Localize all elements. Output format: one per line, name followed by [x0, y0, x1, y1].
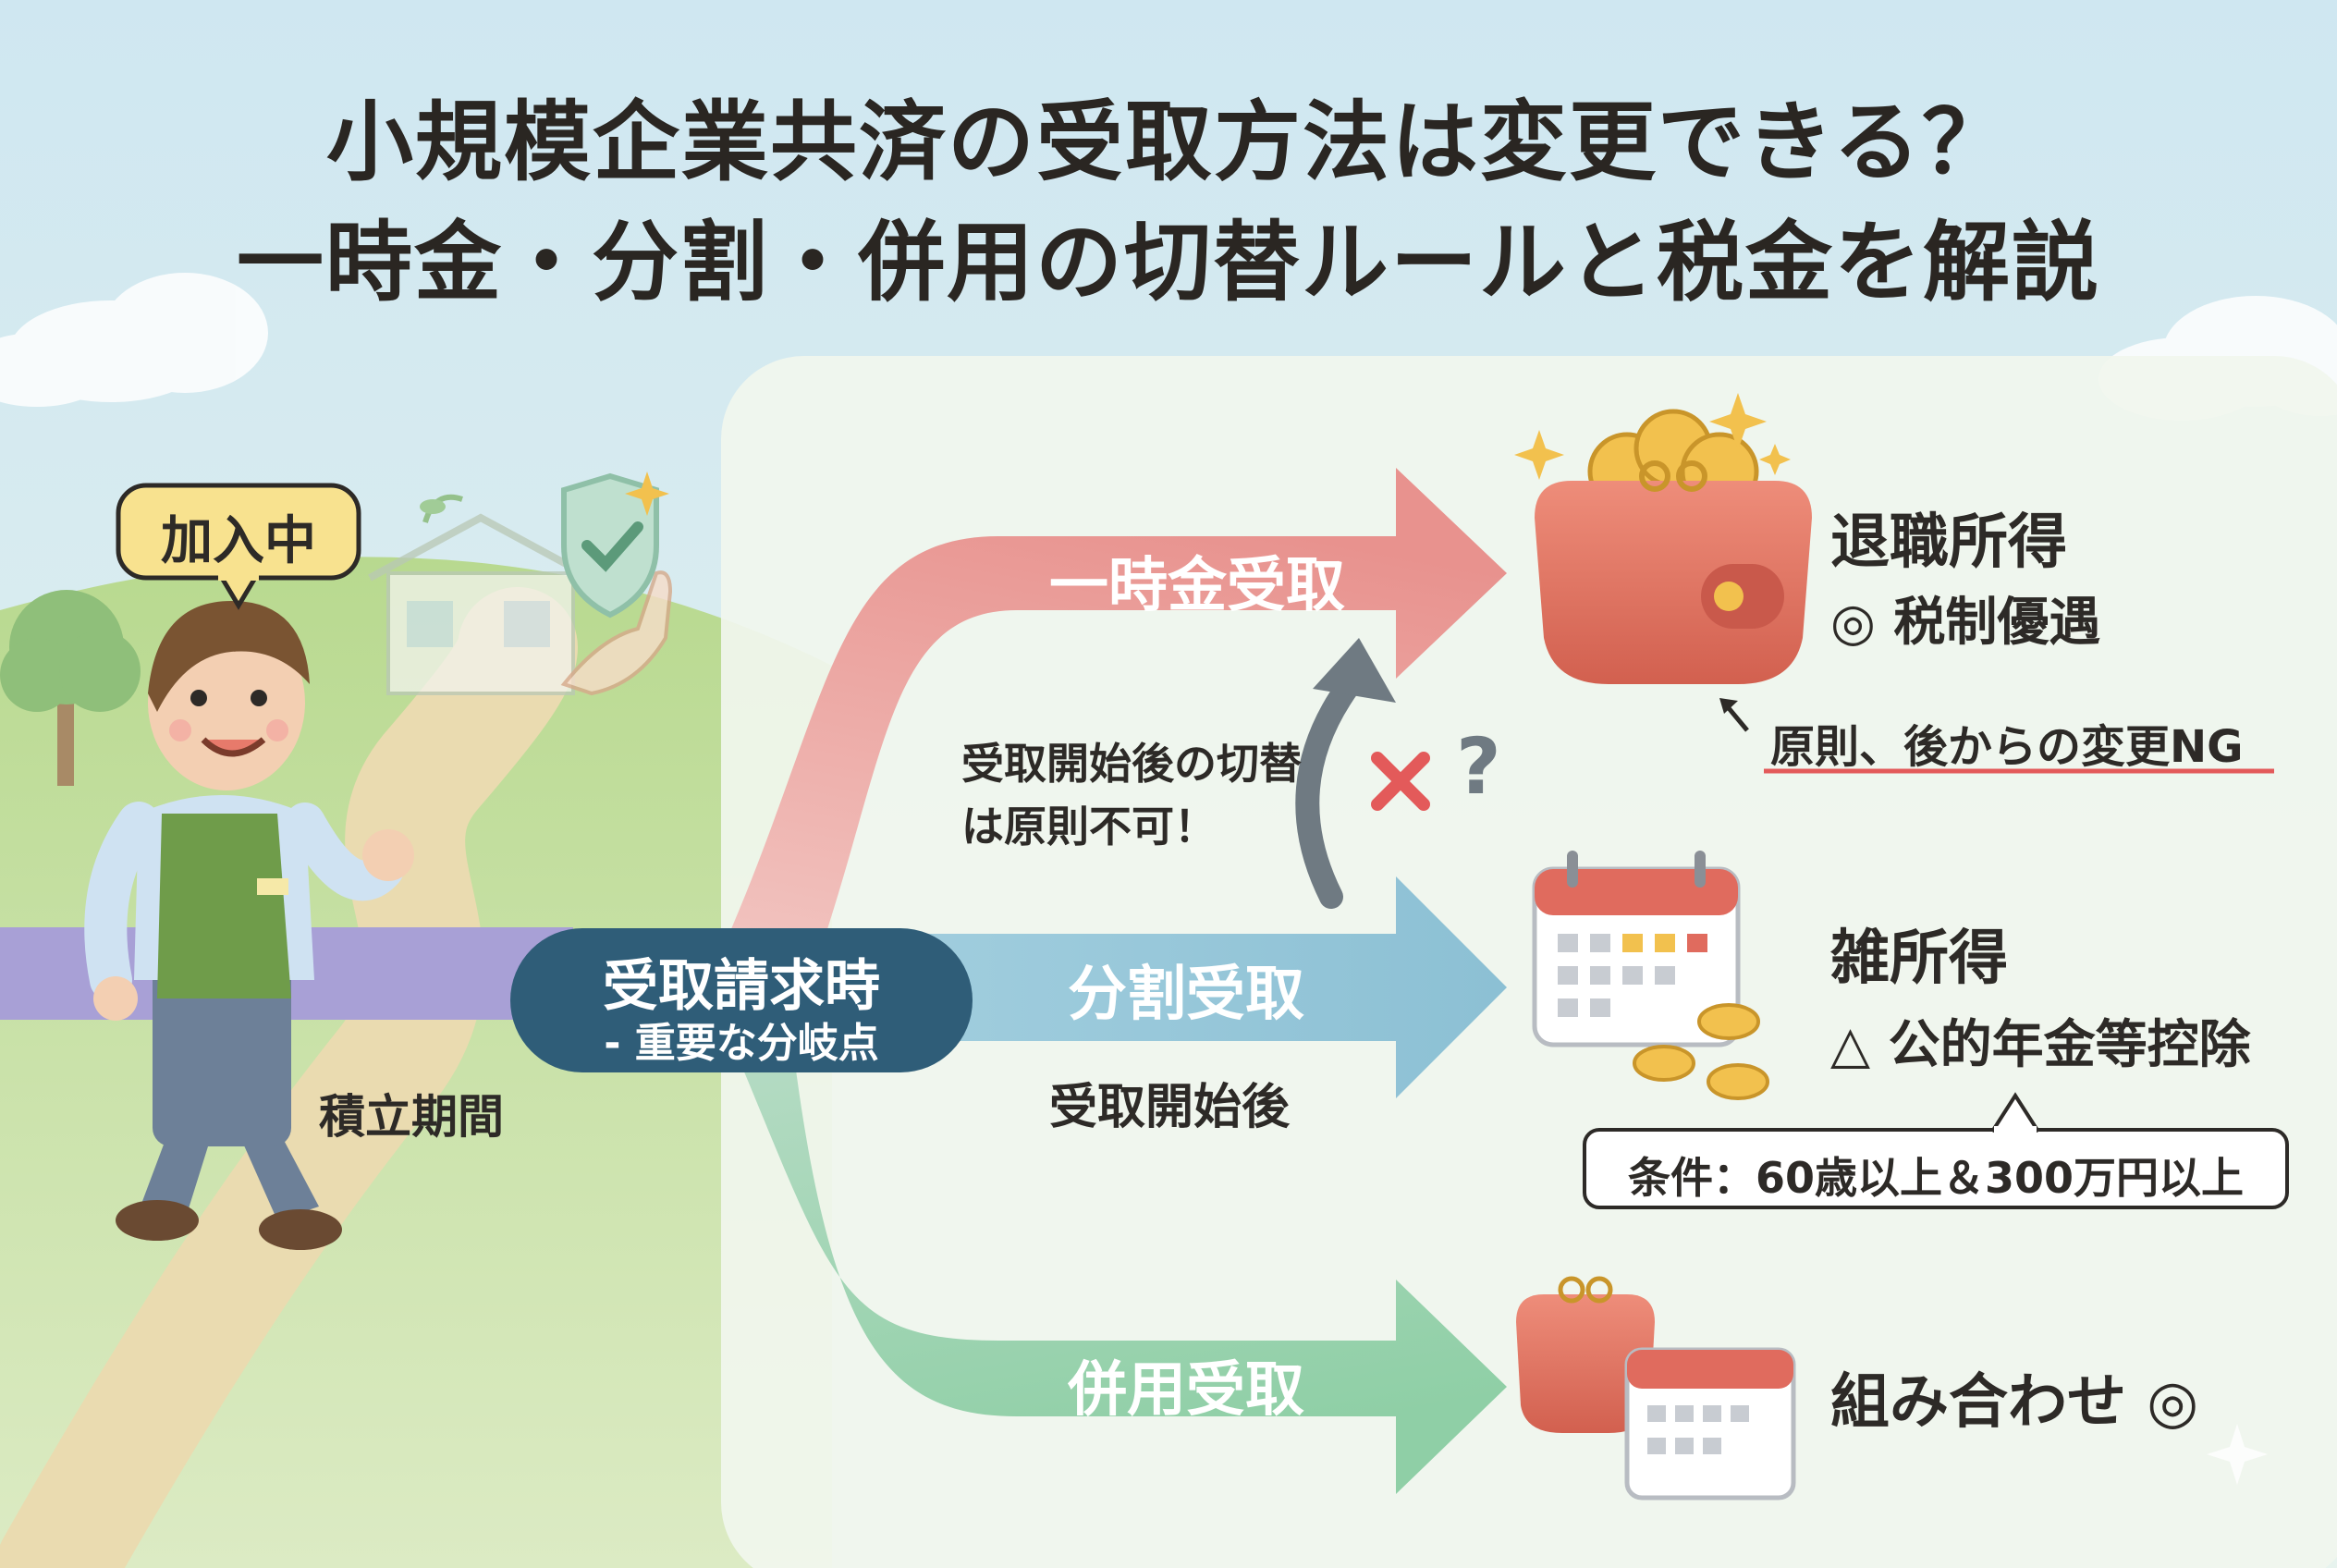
status-badge-label: 加入中: [161, 511, 316, 571]
switch-note-line2: は原則不可！: [961, 802, 1217, 851]
pointer-arrow-icon: [1719, 698, 1749, 732]
income-type-installment: 雑所得: [1830, 925, 2008, 993]
route-arrow-installment: [647, 876, 1507, 1098]
page-title: 小規模企業共済の受取方法は変更できる？: [325, 92, 2012, 193]
sparkle-faint-icon: [2207, 1424, 2268, 1485]
shield-check-icon: [561, 472, 659, 619]
coin-purse-icon: [1535, 409, 1812, 684]
change-rule-note: 原則、後からの変更NG: [1770, 721, 2244, 773]
purse-calendar-icon: [1516, 1276, 1796, 1501]
decision-title: 受取請求時: [603, 954, 880, 1019]
combined-result: 組み合わせ ◎: [1830, 1368, 2199, 1437]
period-label: 積立期間: [319, 1090, 504, 1144]
decision-node: [510, 928, 973, 1072]
calendar-coins-icon: [1532, 851, 1769, 1100]
tax-note-lumpsum: ◎ 税制優遇: [1830, 593, 2101, 653]
route-label-combined: 併用受取: [1068, 1356, 1304, 1425]
hand-icon: [560, 570, 673, 696]
switch-arrow-icon: [1295, 638, 1396, 909]
route-label-lumpsum: 一時金受取: [1049, 552, 1345, 620]
switch-question-mark: ?: [1456, 721, 1501, 812]
sparkle-icon: [625, 472, 669, 516]
tree-icon: [0, 590, 141, 786]
switch-note-line1: 受取開始後の切替: [961, 739, 1302, 789]
decision-subtitle: - 重要な分岐点: [604, 1020, 879, 1067]
condition-box: [1583, 1092, 2289, 1209]
character-illustration: [84, 601, 414, 1250]
route-arrow-combined: [721, 1017, 1507, 1494]
flow-panel: [721, 356, 2337, 1568]
house-icon: [368, 494, 593, 695]
route-sublabel-installment: 受取開始後: [1049, 1080, 1291, 1135]
sparkle-gold-icon: [1514, 393, 1791, 480]
cross-icon: [1371, 752, 1430, 811]
page-subtitle: 一時金・分割・併用の切替ルールと税金を解説: [236, 213, 2100, 313]
condition-text: 条件：60歳以上＆300万円以上: [1627, 1153, 2245, 1203]
status-badge: [116, 483, 361, 610]
tax-note-installment: △ 公的年金等控除: [1830, 1015, 2251, 1075]
route-arrow-lumpsum: [721, 468, 1507, 971]
cloud-left: [0, 273, 268, 407]
route-label-installment: 分割受取: [1068, 961, 1304, 1029]
income-type-lumpsum: 退職所得: [1830, 508, 2067, 577]
